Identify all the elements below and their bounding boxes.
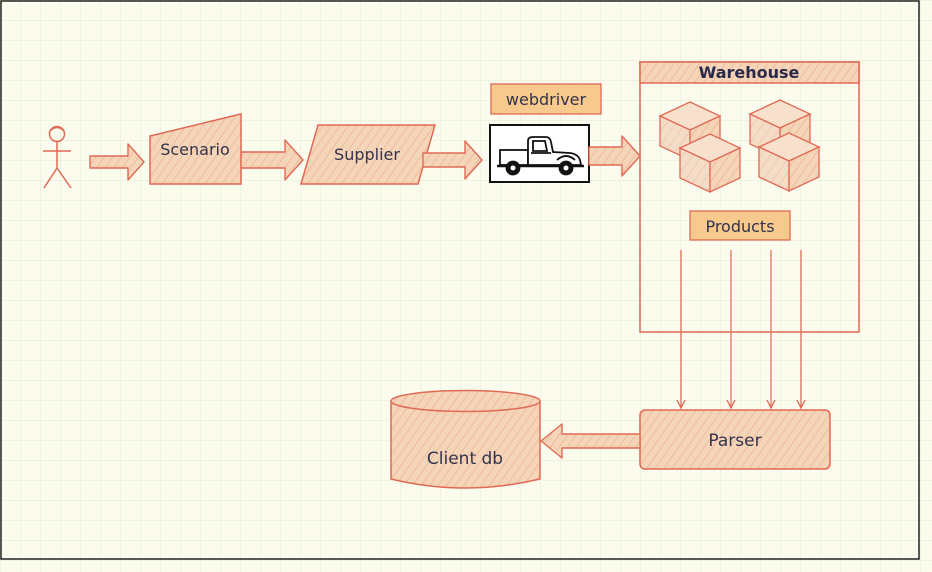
supplier-node[interactable]: Supplier	[300, 124, 436, 185]
arrow-user-to-scenario	[89, 143, 145, 181]
stick-figure-icon	[43, 125, 72, 189]
truck-icon	[497, 136, 584, 176]
box-icon	[678, 133, 742, 194]
arrow-scenario-to-supplier	[240, 139, 304, 181]
warehouse-container[interactable]: Warehouse	[639, 61, 860, 333]
products-tag[interactable]: Products	[689, 210, 791, 241]
canvas-frame	[0, 0, 920, 560]
arrow-parser-to-client-db	[540, 423, 641, 459]
supplier-label: Supplier	[334, 145, 400, 164]
box-icon-group	[658, 99, 821, 194]
arrows-products-to-parser	[681, 250, 801, 408]
client-db-label: Client db	[427, 449, 503, 469]
webdriver-node[interactable]	[489, 124, 590, 183]
scenario-label: Scenario	[160, 140, 230, 159]
parser-node[interactable]: Parser	[639, 409, 831, 470]
arrow-supplier-to-webdriver	[422, 140, 483, 180]
webdriver-label: webdriver	[506, 90, 587, 109]
scenario-node[interactable]: Scenario	[149, 113, 242, 185]
user-actor[interactable]	[43, 125, 72, 189]
warehouse-label: Warehouse	[699, 63, 800, 82]
products-label: Products	[705, 217, 774, 236]
warehouse-header	[639, 61, 860, 84]
parser-label: Parser	[708, 431, 761, 451]
box-icon	[757, 132, 821, 193]
arrow-webdriver-to-warehouse	[588, 135, 641, 177]
client-db-node[interactable]: Client db	[390, 389, 541, 489]
webdriver-tag[interactable]: webdriver	[490, 83, 602, 115]
